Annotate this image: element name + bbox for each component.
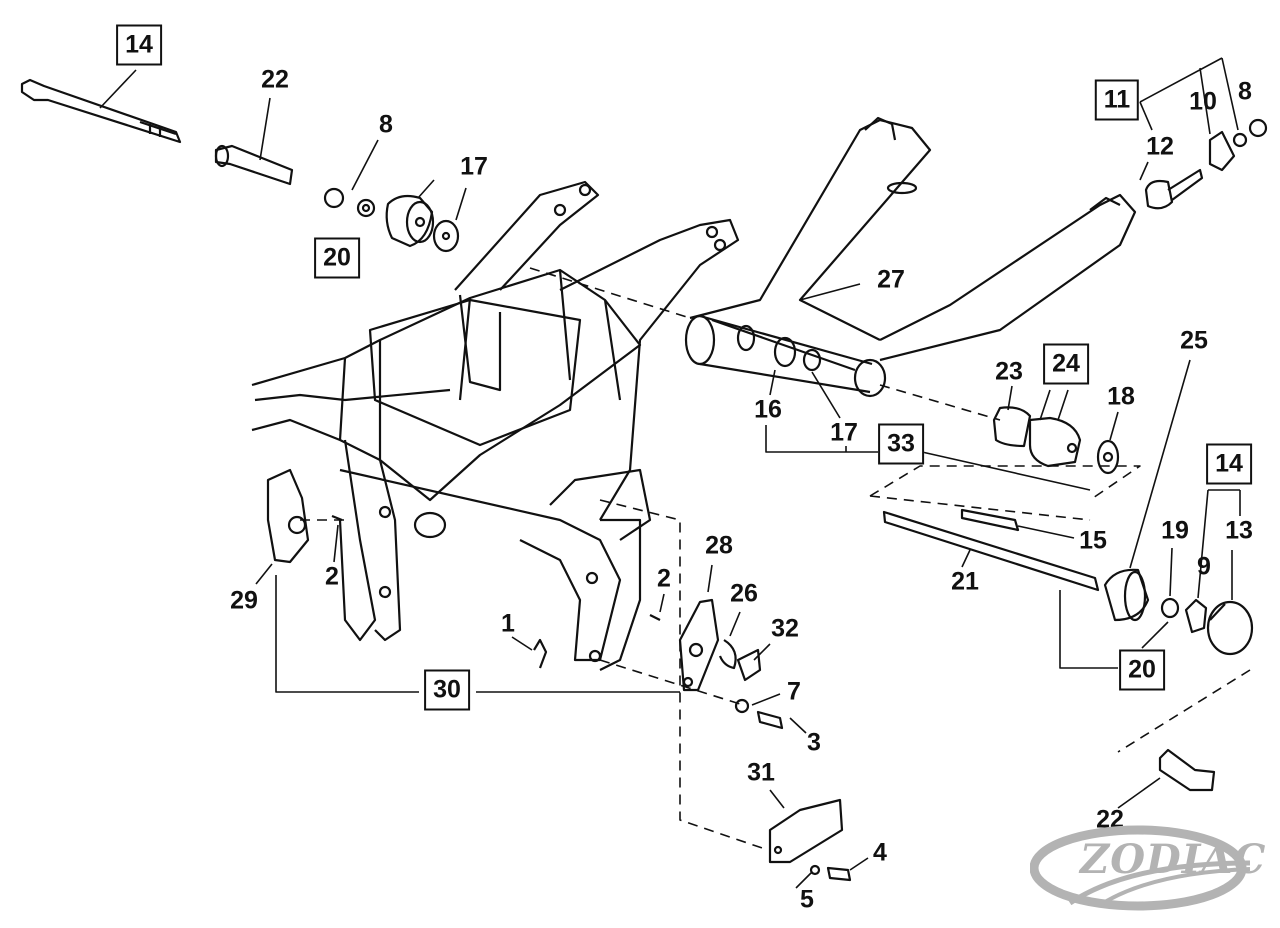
callout-17-swingarm: 17 bbox=[830, 418, 858, 447]
callout-1: 1 bbox=[501, 609, 515, 638]
zodiac-logo: ZODIAC bbox=[1080, 836, 1267, 883]
callout-22: 22 bbox=[261, 65, 289, 94]
callout-21: 21 bbox=[951, 567, 979, 596]
callout-29: 29 bbox=[230, 586, 258, 615]
callout-2-right: 2 bbox=[657, 564, 671, 593]
callout-26: 26 bbox=[730, 579, 758, 608]
bolt-part-22-bottom bbox=[1158, 748, 1216, 792]
callout-18: 18 bbox=[1107, 382, 1135, 411]
callout-20-right-boxed: 20 bbox=[1119, 649, 1165, 691]
callout-19: 19 bbox=[1161, 516, 1189, 545]
leader-lines bbox=[99, 57, 1241, 889]
callout-27: 27 bbox=[877, 265, 905, 294]
callout-4: 4 bbox=[873, 838, 887, 867]
callout-20-boxed: 20 bbox=[314, 237, 360, 279]
hardware-group-11 bbox=[1144, 118, 1268, 210]
callout-15: 15 bbox=[1079, 526, 1107, 555]
callout-13: 13 bbox=[1225, 516, 1253, 545]
callout-2-left: 2 bbox=[325, 562, 339, 591]
bolt-part-22-top bbox=[214, 144, 294, 186]
callout-14-right-boxed: 14 bbox=[1206, 443, 1252, 485]
shaft-part-14 bbox=[20, 78, 182, 144]
callout-11-boxed: 11 bbox=[1094, 79, 1140, 121]
callout-25: 25 bbox=[1180, 326, 1208, 355]
callout-33-boxed: 33 bbox=[878, 423, 924, 465]
callout-30-boxed: 30 bbox=[424, 669, 470, 711]
plate-part-29 bbox=[266, 468, 310, 564]
callout-10: 10 bbox=[1189, 87, 1217, 116]
cover-part-31 bbox=[768, 798, 852, 882]
callout-12: 12 bbox=[1146, 132, 1174, 161]
callout-28: 28 bbox=[705, 531, 733, 560]
small-pins bbox=[331, 514, 661, 669]
callout-9: 9 bbox=[1197, 552, 1211, 581]
callout-7: 7 bbox=[787, 677, 801, 706]
callout-23: 23 bbox=[995, 357, 1023, 386]
swingarm-part-27 bbox=[684, 116, 1137, 398]
callout-5: 5 bbox=[800, 885, 814, 914]
callout-8-right: 8 bbox=[1238, 77, 1252, 106]
callout-16: 16 bbox=[754, 395, 782, 424]
axle-part-21 bbox=[882, 508, 1254, 656]
callout-24-boxed: 24 bbox=[1043, 343, 1089, 385]
callout-32: 32 bbox=[771, 614, 799, 643]
dashed-guides bbox=[300, 267, 1251, 851]
callout-31: 31 bbox=[747, 758, 775, 787]
bracket-part-28 bbox=[678, 598, 784, 730]
callout-3: 3 bbox=[807, 728, 821, 757]
callout-8: 8 bbox=[379, 110, 393, 139]
callout-17: 17 bbox=[460, 152, 488, 181]
bushing-group-20 bbox=[323, 187, 460, 253]
zodiac-logo-swoosh bbox=[1030, 825, 1251, 911]
bushing-group-24 bbox=[992, 406, 1120, 475]
callout-14-boxed: 14 bbox=[116, 24, 162, 66]
